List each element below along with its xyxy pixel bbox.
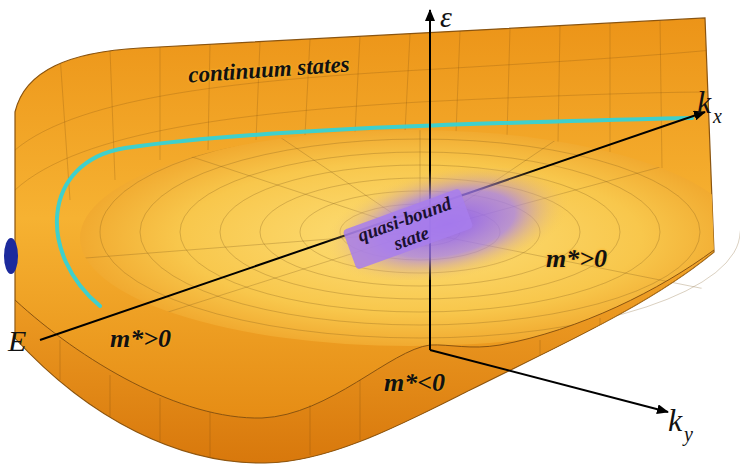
mass-label: m*>0	[546, 246, 607, 272]
mass-label: m*>0	[110, 326, 171, 352]
axis-label: E	[8, 326, 26, 356]
mass-label: m*<0	[384, 370, 445, 396]
region-label: continuum states	[187, 52, 350, 86]
axis-subscript: x	[713, 106, 722, 126]
kx-axis	[40, 112, 705, 340]
ky-axis	[430, 350, 668, 412]
blob-fill	[322, 168, 572, 280]
cut-face	[15, 250, 714, 463]
blue-edge	[4, 238, 18, 274]
axis-label: k	[697, 86, 711, 118]
cut-grid	[60, 318, 600, 458]
axis-label: ε	[440, 2, 452, 32]
axis-label: k	[668, 404, 682, 436]
energy-contour	[57, 118, 692, 306]
axis-subscript: y	[684, 424, 693, 444]
quasi-bound-blob: quasi-bound state	[322, 168, 572, 280]
